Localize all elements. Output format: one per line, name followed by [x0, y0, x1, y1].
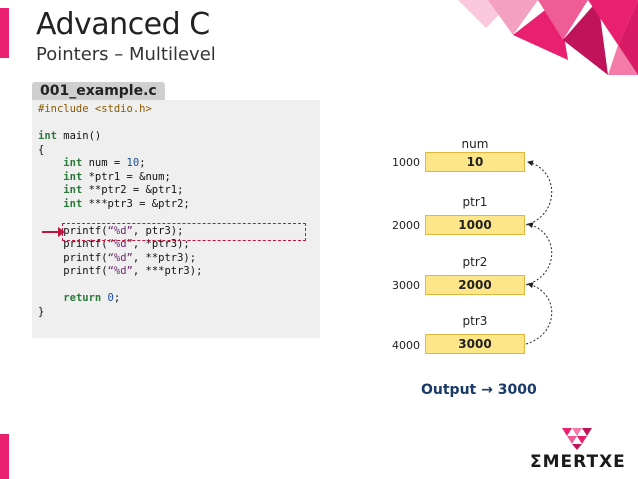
- memory-cell-num: 10: [425, 152, 525, 172]
- memory-cell-ptr2: 2000: [425, 275, 525, 295]
- emertxe-logo-icon: [562, 428, 592, 450]
- code-kw: int: [63, 170, 83, 183]
- code-kw: int: [38, 130, 57, 142]
- code-format-string: “%d”: [107, 251, 133, 264]
- code-listing: #include <stdio.h> int main() { int num …: [38, 103, 203, 318]
- code-printf-arg: , ***ptr3);: [132, 265, 203, 277]
- code-printf-arg: , **ptr3);: [132, 251, 197, 264]
- pointer-links-icon: [525, 160, 553, 345]
- code-main: main(): [56, 130, 102, 142]
- accent-bar-bottom: [0, 434, 9, 479]
- code-decl-num: num =: [82, 157, 127, 169]
- arrow-head-icon: [58, 227, 65, 237]
- memory-cell-ptr3: 3000: [425, 334, 525, 354]
- code-format-string: “%d”: [107, 224, 133, 237]
- code-printf: printf(: [63, 238, 108, 250]
- current-line-highlight: [62, 223, 306, 241]
- code-kw: int: [63, 184, 83, 196]
- file-tab: 001_example.c: [32, 82, 165, 100]
- current-line-arrow-icon: [42, 231, 60, 233]
- code-decl-ptr2: **ptr2 = &ptr1;: [82, 184, 184, 196]
- code-return: return: [63, 292, 102, 304]
- address-ptr1: 2000: [392, 219, 420, 232]
- code-format-string: “%d”: [107, 238, 133, 250]
- code-panel: [32, 100, 320, 338]
- var-name-ptr2: ptr2: [462, 255, 488, 269]
- code-printf: printf(: [63, 251, 108, 264]
- address-num: 1000: [392, 156, 420, 169]
- code-semicolon: ;: [139, 157, 146, 169]
- page-subtitle: Pointers – Multilevel: [36, 44, 216, 65]
- code-printf: printf(: [63, 224, 108, 237]
- page-title: Advanced C: [36, 7, 210, 42]
- code-printf: printf(: [63, 265, 108, 277]
- code-brace-open: {: [38, 143, 45, 156]
- var-name-ptr3: ptr3: [462, 314, 488, 328]
- decorative-triangles-icon: [458, 0, 638, 75]
- code-return-value: 0: [101, 292, 114, 304]
- var-name-ptr1: ptr1: [462, 195, 488, 209]
- accent-bar-top: [0, 8, 9, 58]
- code-decl-ptr1: *ptr1 = &num;: [82, 170, 171, 183]
- code-brace-close: }: [38, 305, 45, 318]
- memory-cell-ptr1: 1000: [425, 215, 525, 235]
- code-decl-ptr3: ***ptr3 = &ptr2;: [82, 197, 190, 210]
- code-num-literal: 10: [126, 157, 140, 169]
- output-label: Output → 3000: [421, 382, 537, 398]
- var-name-num: num: [461, 137, 489, 151]
- code-printf-arg: , ptr3);: [132, 224, 184, 237]
- code-format-string: “%d”: [107, 265, 133, 277]
- code-kw: int: [63, 197, 83, 210]
- code-include: #include <stdio.h>: [38, 103, 152, 115]
- address-ptr3: 4000: [392, 339, 420, 352]
- code-printf-arg: , *ptr3);: [132, 238, 190, 250]
- address-ptr2: 3000: [392, 279, 420, 292]
- brand-logo: ΣMERTXE: [530, 452, 626, 472]
- code-kw: int: [63, 157, 83, 169]
